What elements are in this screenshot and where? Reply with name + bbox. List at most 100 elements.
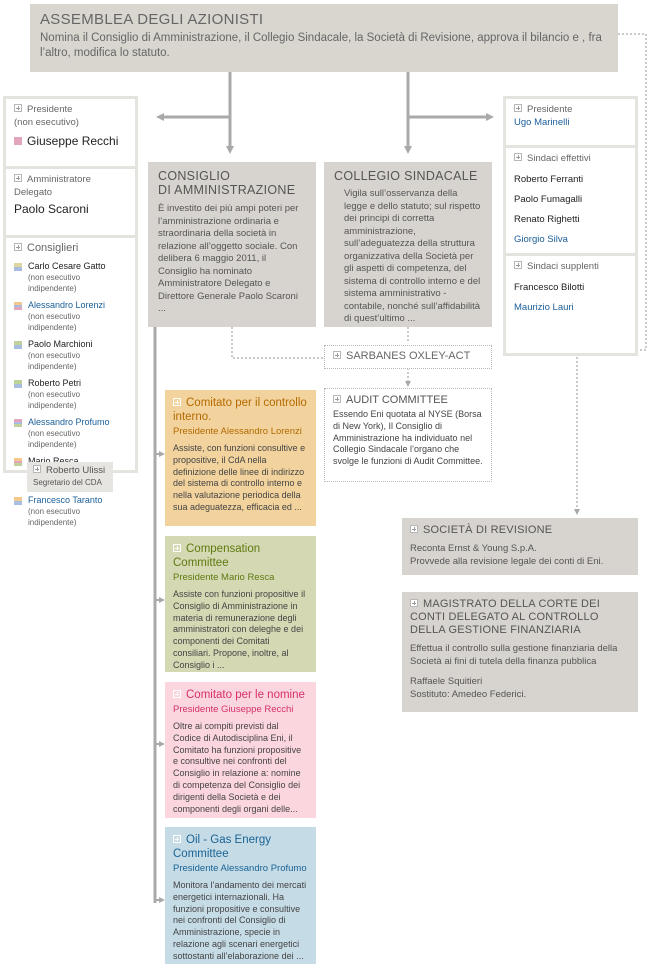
director-item[interactable]: Alessandro Lorenzi (non esecutivo indipen…	[14, 300, 127, 333]
president-name: Giuseppe Recchi	[27, 134, 119, 148]
director-name: Carlo Cesare Gatto	[28, 261, 106, 271]
audit-firm-title: SOCIETÀ DI REVISIONE	[423, 524, 553, 536]
court-of-auditors-box[interactable]: MAGISTRATO DELLA CORTE DEI CONTI DELEGAT…	[402, 592, 638, 712]
expand-icon[interactable]	[410, 525, 418, 534]
membership-color-stripe	[14, 458, 22, 461]
membership-color-stripe	[14, 304, 22, 308]
director-name: Roberto Petri	[28, 378, 82, 388]
auditors-president-label: Presidente	[527, 104, 573, 115]
committee-president: Presidente Alessandro Lorenzi	[173, 426, 302, 437]
director-item: Paolo Marchioni (non esecutivo indipenden…	[14, 339, 127, 372]
audit-firm-description: Provvede alla revisione legale dei conti…	[410, 555, 604, 567]
membership-color-stripe	[14, 307, 22, 310]
auditors-panel: Presidente Ugo Marinelli Sindaci effetti…	[503, 96, 638, 356]
effective-auditors-label: Sindaci effettivi	[527, 153, 591, 164]
cda-title-line2: DI AMMINISTRAZIONE	[158, 183, 296, 197]
alternate-auditor-name[interactable]: Maurizio Lauri	[514, 302, 574, 313]
expand-icon[interactable]	[410, 599, 418, 608]
membership-color-stripe	[14, 384, 22, 388]
assembly-description: Nomina il Consiglio di Amministrazione, …	[40, 32, 602, 59]
audit-firm-box[interactable]: SOCIETÀ DI REVISIONE Reconta Ernst & You…	[402, 518, 638, 575]
secretary-name: Roberto Ulissi	[46, 465, 106, 476]
committee-oil-gas-energy: Oil - Gas Energy Committee Presidente Al…	[165, 827, 316, 964]
effective-auditor-name: Roberto Ferranti	[514, 174, 584, 185]
directors-card: Consiglieri Carlo Cesare Gatto (non esecu…	[6, 238, 135, 527]
director-role: (non esecutivo indipendente)	[28, 351, 81, 371]
expand-icon[interactable]	[173, 397, 181, 406]
cda-description: È investito dei più ampi poteri per l’am…	[158, 203, 299, 314]
director-item[interactable]: Francesco Taranto (non esecutivo indipend…	[14, 495, 127, 528]
assembly-title: ASSEMBLEA DEGLI AZIONISTI	[40, 11, 264, 28]
committee-president: Presidente Giuseppe Recchi	[173, 704, 294, 715]
ceo-label: Amministratore	[27, 174, 91, 185]
committee-title: Comitato per il controllo interno.	[173, 397, 307, 423]
sarbanes-title: SARBANES OXLEY-ACT	[346, 350, 471, 362]
expand-icon[interactable]	[14, 174, 22, 183]
ceo-label-line2: Delegato	[14, 187, 53, 198]
effective-auditor-name: Renato Righetti	[514, 214, 580, 225]
expand-icon[interactable]	[173, 543, 181, 552]
assembly-box: ASSEMBLEA DEGLI AZIONISTI Nomina il Cons…	[30, 4, 618, 72]
expand-icon[interactable]	[333, 395, 341, 404]
director-item[interactable]: Alessandro Profumo(non esecutivo indipen…	[14, 417, 127, 450]
membership-color-stripe	[14, 421, 22, 425]
committee-description: Assiste, con funzioni consultive e propo…	[173, 443, 306, 512]
expand-icon[interactable]	[173, 834, 181, 843]
membership-color-stripe	[14, 497, 22, 501]
expand-icon[interactable]	[33, 465, 41, 474]
membership-color-stripe	[14, 302, 22, 305]
director-role: (non esecutivo indipendente)	[28, 273, 81, 293]
membership-color-stripe	[14, 501, 22, 505]
director-name[interactable]: Francesco Taranto	[28, 495, 103, 505]
auditors-president-name[interactable]: Ugo Marinelli	[514, 117, 570, 128]
committee-nominations: Comitato per le nomine Presidente Giusep…	[165, 682, 316, 818]
membership-color-stripe	[14, 419, 22, 422]
board-of-auditors-box: COLLEGIO SINDACALE Vigila sull’osservanz…	[324, 162, 492, 327]
committee-compensation: Compensation Committee Presidente Mario …	[165, 536, 316, 672]
secretary-role: Segretario del CDA	[33, 478, 102, 487]
director-item: Carlo Cesare Gatto (non esecutivo indipen…	[14, 261, 127, 294]
expand-icon[interactable]	[514, 261, 522, 270]
secretary-box[interactable]: Roberto Ulissi Segretario del CDA	[27, 462, 113, 492]
expand-icon[interactable]	[514, 153, 522, 162]
member-color-marker	[14, 136, 22, 145]
audit-firm-name: Reconta Ernst & Young S.p.A.	[410, 543, 537, 554]
sarbanes-box[interactable]: SARBANES OXLEY-ACT	[324, 345, 492, 369]
membership-color-stripe	[14, 460, 22, 464]
directors-label: Consiglieri	[27, 242, 79, 254]
expand-icon[interactable]	[14, 243, 22, 252]
committee-description: Monitora l’andamento dei mercati energet…	[173, 880, 307, 961]
audit-title: AUDIT COMMITTEE	[346, 394, 448, 406]
committee-president: Presidente Alessandro Profumo	[173, 863, 307, 874]
court-magistrate-name: Raffaele Squitieri	[410, 676, 483, 687]
director-item: Roberto Petri(non esecutivo indipendente…	[14, 378, 127, 411]
committee-membership-marker	[14, 263, 22, 271]
effective-auditor-name[interactable]: Giorgio Silva	[514, 234, 568, 245]
expand-icon[interactable]	[173, 689, 181, 698]
expand-icon[interactable]	[333, 351, 341, 360]
committee-title: Oil - Gas Energy Committee	[173, 834, 271, 860]
committee-membership-marker	[14, 497, 22, 505]
expand-icon[interactable]	[514, 104, 522, 113]
president-label: Presidente	[27, 104, 73, 115]
committee-description: Oltre ai compiti previsti dal Codice di …	[173, 721, 302, 814]
committee-description: Assiste con funzioni propositive il Cons…	[173, 589, 306, 670]
expand-icon[interactable]	[14, 104, 22, 113]
committee-internal-control: Comitato per il controllo interno. Presi…	[165, 390, 316, 526]
director-name[interactable]: Alessandro Lorenzi	[28, 300, 106, 310]
ceo-card[interactable]: Amministratore Delegato Paolo Scaroni	[6, 169, 135, 235]
membership-color-stripe	[14, 263, 22, 267]
dotted-to-revisione	[574, 33, 647, 515]
director-name[interactable]: Alessandro Profumo	[28, 417, 110, 427]
auditors-president-card[interactable]: Presidente Ugo Marinelli	[506, 99, 635, 145]
president-card[interactable]: Presidente (non esecutivo) Giuseppe Recc…	[6, 99, 135, 166]
director-role: (non esecutivo indipendente)	[28, 507, 81, 527]
committee-membership-marker	[14, 419, 22, 427]
director-name: Paolo Marchioni	[28, 339, 93, 349]
ceo-name: Paolo Scaroni	[14, 202, 89, 216]
membership-color-stripe	[14, 267, 22, 271]
director-role: (non esecutivo indipendente)	[28, 312, 81, 332]
president-note: (non esecutivo)	[14, 117, 79, 128]
